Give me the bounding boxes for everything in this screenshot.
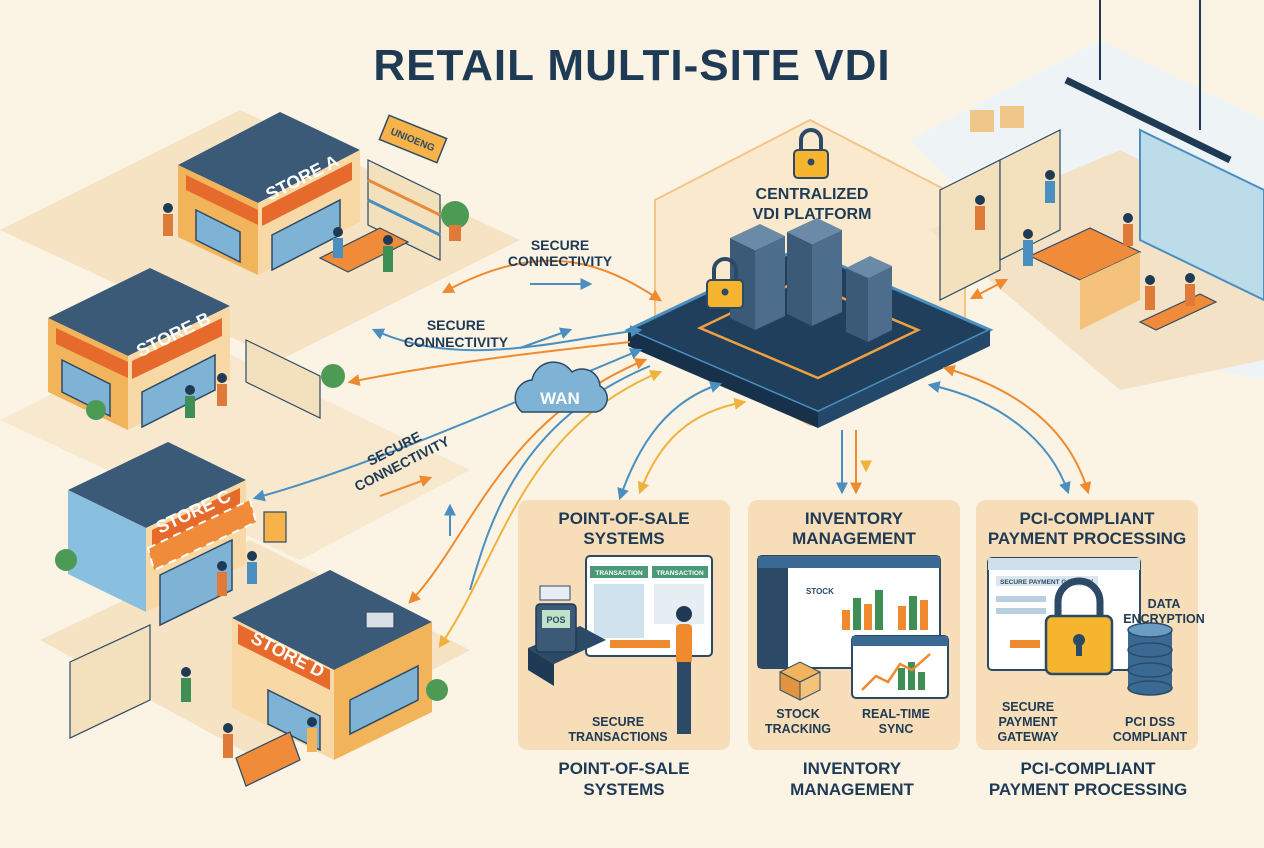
pos-panel-title-line1: POINT-OF-SALE xyxy=(558,509,689,528)
pci-caption-left-line1: SECURE xyxy=(1002,700,1054,714)
store-c-building: STORE C xyxy=(55,442,287,627)
vdi-platform: CENTRALIZED VDI PLATFORM xyxy=(624,118,994,428)
inventory-stock-label: STOCK xyxy=(806,587,834,596)
platform-label-line2: VDI PLATFORM xyxy=(753,206,872,223)
inventory-panel: INVENTORY MANAGEMENT STOCK STOCK TRACKIN… xyxy=(748,500,960,750)
inventory-bar-chart xyxy=(842,590,928,630)
pos-device-label: POS xyxy=(546,615,565,625)
connectivity-label-2-line2: CONNECTIVITY xyxy=(404,334,509,350)
page-title: RETAIL MULTI-SITE VDI xyxy=(373,41,890,90)
wan-label: WAN xyxy=(540,389,580,408)
inventory-below-line2: MANAGEMENT xyxy=(790,780,914,799)
pos-below-line2: SYSTEMS xyxy=(583,780,664,799)
shoppers-people xyxy=(163,203,393,758)
pos-panel: POINT-OF-SALE SYSTEMS TRANSACTION TRANSA… xyxy=(518,500,730,750)
pci-caption-right-line1: PCI DSS xyxy=(1125,715,1175,729)
pci-below-line2: PAYMENT PROCESSING xyxy=(989,780,1187,799)
pci-caption-left-line3: GATEWAY xyxy=(997,730,1059,744)
pos-tab-2: TRANSACTION xyxy=(656,570,704,577)
pci-panel-title-line2: PAYMENT PROCESSING xyxy=(988,529,1186,548)
inventory-panel-title-line1: INVENTORY xyxy=(805,509,904,528)
pci-panel-title-line1: PCI-COMPLIANT xyxy=(1019,509,1155,528)
pci-gateway-screen-label: SECURE PAYMENT GATEWAY xyxy=(1000,579,1094,586)
lock-icon xyxy=(793,128,829,179)
connectivity-label-1-line2: CONNECTIVITY xyxy=(508,253,613,269)
inventory-caption-right-line1: REAL-TIME xyxy=(862,707,930,721)
pci-encryption-line1: DATA xyxy=(1148,597,1181,611)
inventory-caption-left-line1: STOCK xyxy=(776,707,820,721)
store-d-building: STORE D xyxy=(69,570,448,787)
lock-icon xyxy=(1044,577,1114,676)
store-a-building: STORE A UNIOENG xyxy=(178,112,469,275)
pci-below-line1: PCI-COMPLIANT xyxy=(1020,759,1156,778)
inventory-below-line1: INVENTORY xyxy=(803,759,902,778)
pos-caption-line2: TRANSACTIONS xyxy=(568,730,667,744)
pci-caption-left-line2: PAYMENT xyxy=(998,715,1057,729)
platform-label-line1: CENTRALIZED xyxy=(756,186,869,203)
inventory-caption-left-line2: TRACKING xyxy=(765,722,831,736)
database-icon xyxy=(1127,622,1173,696)
inventory-panel-title-line2: MANAGEMENT xyxy=(792,529,916,548)
pci-encryption-line2: ENCRYPTION xyxy=(1123,612,1205,626)
wan-cloud: WAN xyxy=(514,361,608,413)
connectivity-label-2-line1: SECURE xyxy=(427,317,485,333)
pos-tab-1: TRANSACTION xyxy=(595,570,643,577)
inventory-caption-right-line2: SYNC xyxy=(879,722,914,736)
pos-caption-line1: SECURE xyxy=(592,715,644,729)
lock-icon xyxy=(706,257,744,309)
connectivity-label-1-line1: SECURE xyxy=(531,237,589,253)
store-interior xyxy=(939,0,1264,331)
pos-below-line1: POINT-OF-SALE xyxy=(558,759,689,778)
pci-caption-right-line2: COMPLIANT xyxy=(1113,730,1188,744)
pos-panel-title-line2: SYSTEMS xyxy=(583,529,664,548)
pci-panel: PCI-COMPLIANT PAYMENT PROCESSING SECURE … xyxy=(976,500,1205,750)
